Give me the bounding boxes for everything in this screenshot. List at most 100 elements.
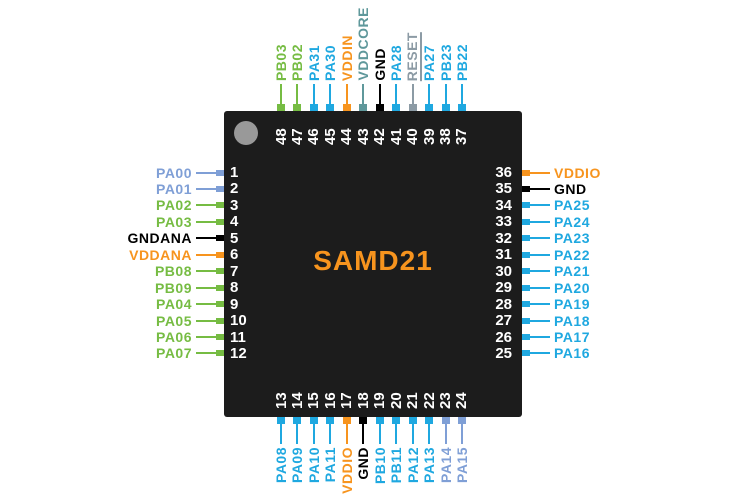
pin-wire [444, 84, 447, 104]
pin-pad [522, 334, 530, 341]
pin-pad [216, 268, 224, 275]
pin-pad [277, 104, 285, 111]
pin-label: PA05 [156, 312, 192, 329]
pin-number: 27 [495, 312, 512, 330]
pin-number: 33 [495, 213, 512, 231]
pin-left-10: PA05 10 [92, 312, 266, 330]
pin-number: 11 [230, 328, 246, 346]
pin-number: 30 [495, 262, 512, 280]
pin-label: PA30 [322, 45, 339, 81]
pin-label: PA16 [554, 345, 590, 362]
pin-number: 32 [495, 229, 512, 247]
pin-pad [216, 235, 224, 242]
pin-pad [216, 334, 224, 341]
pin-pad [392, 104, 401, 111]
pin-number: 25 [495, 344, 512, 362]
pin-pad [522, 218, 530, 225]
pin-pad [457, 417, 466, 424]
pin-label: PB22 [453, 43, 470, 81]
pin-label: PB08 [154, 263, 192, 280]
pin-number: 8 [230, 279, 239, 297]
chip-body: SAMD21 [224, 111, 522, 417]
pin-label: PA10 [305, 447, 322, 483]
pin-number: 24 [453, 392, 471, 409]
pin-label: PA07 [156, 345, 192, 362]
pin-number: 35 [495, 180, 512, 198]
pin-label: PA25 [554, 197, 590, 214]
pin-wire [196, 187, 216, 190]
pin-number: 7 [230, 262, 239, 280]
pin-pad [359, 104, 368, 111]
pin-wire [530, 336, 550, 339]
pin-number: 3 [230, 196, 239, 214]
pin-label: VDDIO [554, 164, 601, 181]
chip-title: SAMD21 [313, 245, 433, 276]
pin-number: 20 [387, 392, 405, 409]
pin-wire [530, 187, 550, 190]
pin-number: 21 [404, 392, 422, 409]
pin-pad [216, 218, 224, 225]
pin-pad [408, 104, 417, 111]
pin-label: PA18 [554, 312, 590, 329]
pin-pad [216, 185, 224, 192]
pin-wire [530, 319, 550, 322]
pin-label: PA28 [388, 45, 405, 81]
pin-pad [522, 169, 530, 176]
pin-wire [444, 424, 447, 444]
pin-number: 48 [272, 128, 290, 145]
pin-pad [216, 350, 224, 357]
pin-label: PA00 [156, 164, 192, 181]
pin-pad [216, 202, 224, 209]
pin-wire [296, 84, 299, 104]
pin-pad [522, 202, 530, 209]
pin-wire [378, 84, 381, 104]
pin-right-25: 25 PA16 [476, 344, 654, 362]
pin-number: 4 [230, 213, 239, 231]
pin-pad [309, 104, 318, 111]
pin-wire [530, 220, 550, 223]
pin-wire [530, 204, 550, 207]
pin-pad [522, 317, 530, 324]
pin-wire [530, 352, 550, 355]
pin-number: 1 [230, 164, 239, 181]
pin-label: PA02 [156, 197, 192, 214]
pin-wire [395, 84, 398, 104]
pin-wire [280, 424, 282, 444]
pin-number: 15 [305, 392, 323, 409]
pin-number: 10 [230, 312, 247, 330]
pin-pad [375, 104, 384, 111]
pin-label: PA13 [421, 447, 438, 483]
pin-wire [196, 336, 216, 339]
pin-pad [216, 169, 224, 176]
pin-wire [362, 424, 365, 444]
pin-label: PA23 [554, 230, 590, 247]
pin-number: 13 [272, 392, 290, 409]
pin-pad [216, 284, 224, 291]
pin-pad [522, 268, 530, 275]
pin-label: VDDCORE [355, 7, 372, 81]
pin-number: 40 [404, 128, 422, 145]
pin-pad [293, 417, 302, 424]
pin-label: PA22 [554, 246, 590, 263]
pin-wire [362, 84, 365, 104]
pin-pad [522, 235, 530, 242]
pin-wire [530, 237, 550, 240]
pin-number: 9 [230, 295, 239, 313]
pin-label: PA15 [453, 447, 470, 483]
